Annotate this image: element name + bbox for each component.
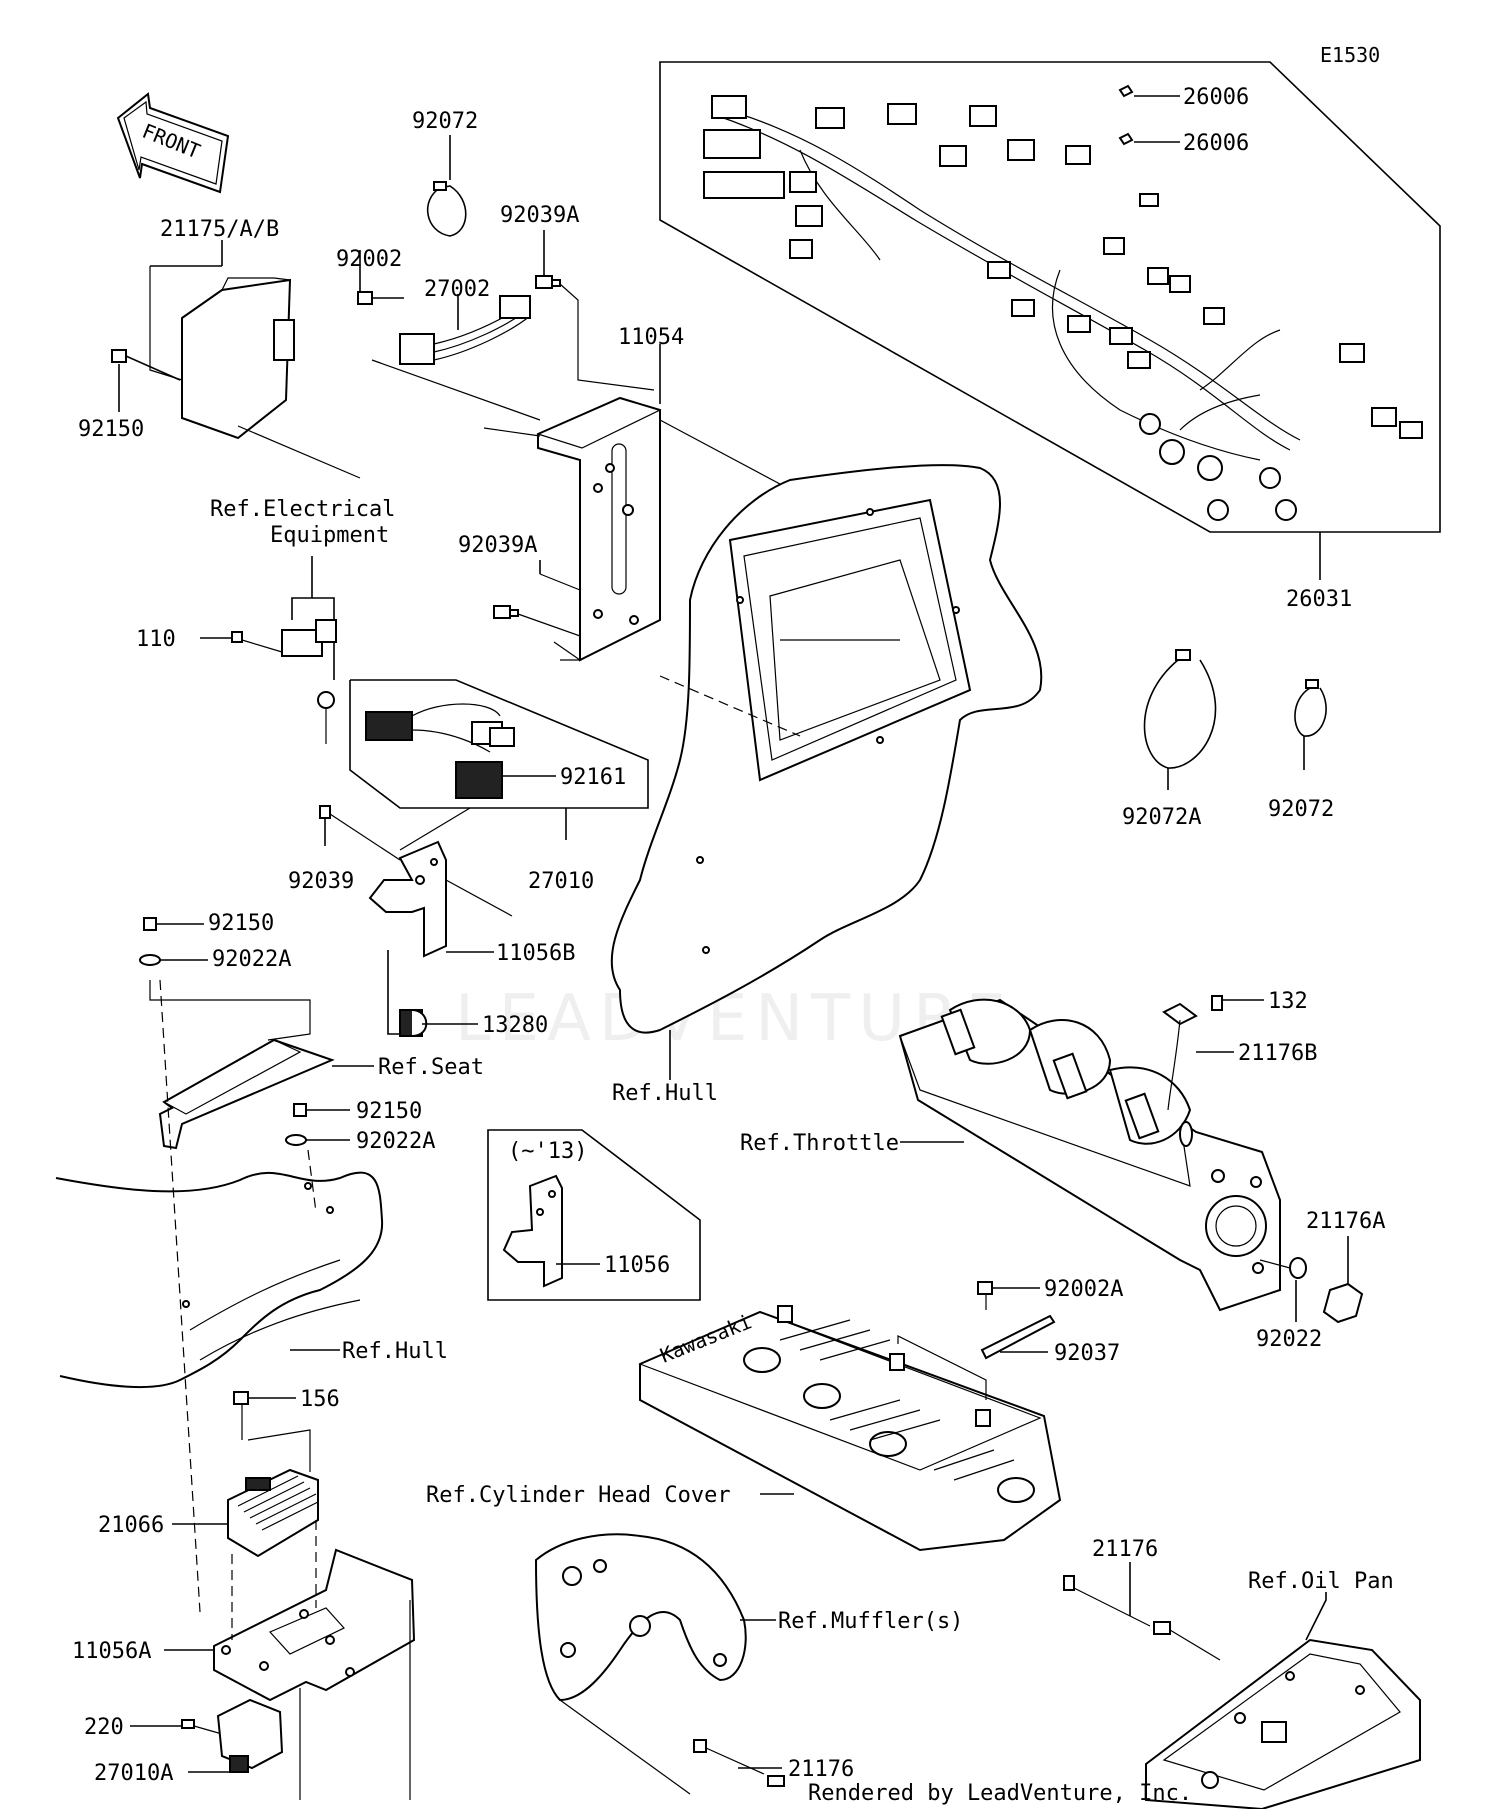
label-27010A: 27010A: [94, 1761, 173, 1786]
band-92072A: [1143, 649, 1217, 790]
label-21176A: 21176A: [1306, 1209, 1385, 1234]
band-92072-top: [426, 135, 467, 237]
relay-27010A: [130, 1698, 284, 1773]
label-ref-throttle: Ref.Throttle: [740, 1131, 899, 1156]
label-92039: 92039: [288, 869, 354, 894]
label-92150-b: 92150: [356, 1099, 422, 1124]
label-11056: 11056: [604, 1253, 670, 1278]
label-21176B: 21176B: [1238, 1041, 1317, 1066]
label-ref-electrical-2: Equipment: [270, 523, 389, 548]
oil-pan: [1145, 1592, 1421, 1809]
label-inset-note: (~'13): [508, 1139, 587, 1164]
hull-left: [55, 979, 384, 1613]
inset-11056: [487, 1129, 701, 1301]
label-ref-muffler: Ref.Muffler(s): [778, 1609, 963, 1634]
sensor-21176-right: [1063, 1562, 1221, 1661]
bracket-11054: [483, 344, 811, 662]
label-ref-electrical-1: Ref.Electrical: [210, 497, 395, 522]
label-92039A-mid: 92039A: [458, 533, 537, 558]
label-92022A-a: 92022A: [212, 947, 291, 972]
label-ref-seat: Ref.Seat: [378, 1055, 484, 1080]
label-220: 220: [84, 1715, 124, 1740]
part-26006-b: [1118, 132, 1134, 146]
label-13280: 13280: [482, 1013, 548, 1038]
front-arrow-icon: FRONT: [116, 92, 230, 194]
sensor-21176A: [1259, 1236, 1364, 1324]
label-92150-top: 92150: [78, 417, 144, 442]
label-156: 156: [300, 1387, 340, 1412]
sensor-21176-bottom: [693, 1739, 785, 1787]
label-92150-a: 92150: [208, 911, 274, 936]
bracket-11056B: [319, 805, 513, 1035]
credit-text: Rendered by LeadVenture, Inc.: [808, 1781, 1192, 1806]
label-92022A-b: 92022A: [356, 1129, 435, 1154]
label-26006-b: 26006: [1183, 131, 1249, 156]
label-92072A: 92072A: [1122, 805, 1201, 830]
label-26006-a: 26006: [1183, 85, 1249, 110]
label-ref-cylinder-head: Ref.Cylinder Head Cover: [426, 1483, 731, 1508]
bolt-92039A-top: [535, 230, 655, 391]
label-92002: 92002: [336, 247, 402, 272]
label-110: 110: [136, 627, 176, 652]
label-92072-right: 92072: [1268, 797, 1334, 822]
bolt-92039A-mid: [493, 560, 581, 637]
muffler: [534, 1533, 776, 1795]
sensor-group-110: [200, 619, 337, 744]
label-21175: 21175/A/B: [160, 217, 279, 242]
label-21066: 21066: [98, 1513, 164, 1538]
label-92161: 92161: [560, 765, 626, 790]
label-92022: 92022: [1256, 1327, 1322, 1352]
label-26031: 26031: [1286, 587, 1352, 612]
label-92039A-top: 92039A: [500, 203, 579, 228]
label-ref-hull-center: Ref.Hull: [612, 1081, 718, 1106]
throttle-body: [898, 995, 1281, 1312]
label-92072-top: 92072: [412, 109, 478, 134]
label-11056B: 11056B: [496, 941, 575, 966]
label-ref-hull-left: Ref.Hull: [342, 1339, 448, 1364]
sensor-27002: [357, 250, 541, 421]
ecu-21175: [111, 240, 361, 479]
label-21176-right: 21176: [1092, 1537, 1158, 1562]
clip-13280: [399, 1009, 478, 1037]
label-21176-bottom: 21176: [788, 1757, 854, 1782]
wiring-harness-group: [659, 61, 1441, 580]
label-92037: 92037: [1054, 1341, 1120, 1366]
harness-outline: [659, 61, 1441, 533]
label-27010: 27010: [528, 869, 594, 894]
relay-assembly-27010: [349, 679, 649, 851]
label-11054: 11054: [618, 325, 684, 350]
band-92072-right: [1294, 679, 1327, 770]
regulator-21066: [164, 1391, 416, 1800]
hull-center: [610, 464, 1043, 1080]
diagram-code: E1530: [1320, 43, 1380, 67]
label-132: 132: [1268, 989, 1308, 1014]
label-27002: 27002: [424, 277, 490, 302]
label-ref-oil-pan: Ref.Oil Pan: [1248, 1569, 1394, 1594]
label-92002A: 92002A: [1044, 1277, 1123, 1302]
label-11056A: 11056A: [72, 1639, 151, 1664]
part-26006-a: [1118, 84, 1134, 98]
bolt-92002A: [977, 1281, 1056, 1360]
